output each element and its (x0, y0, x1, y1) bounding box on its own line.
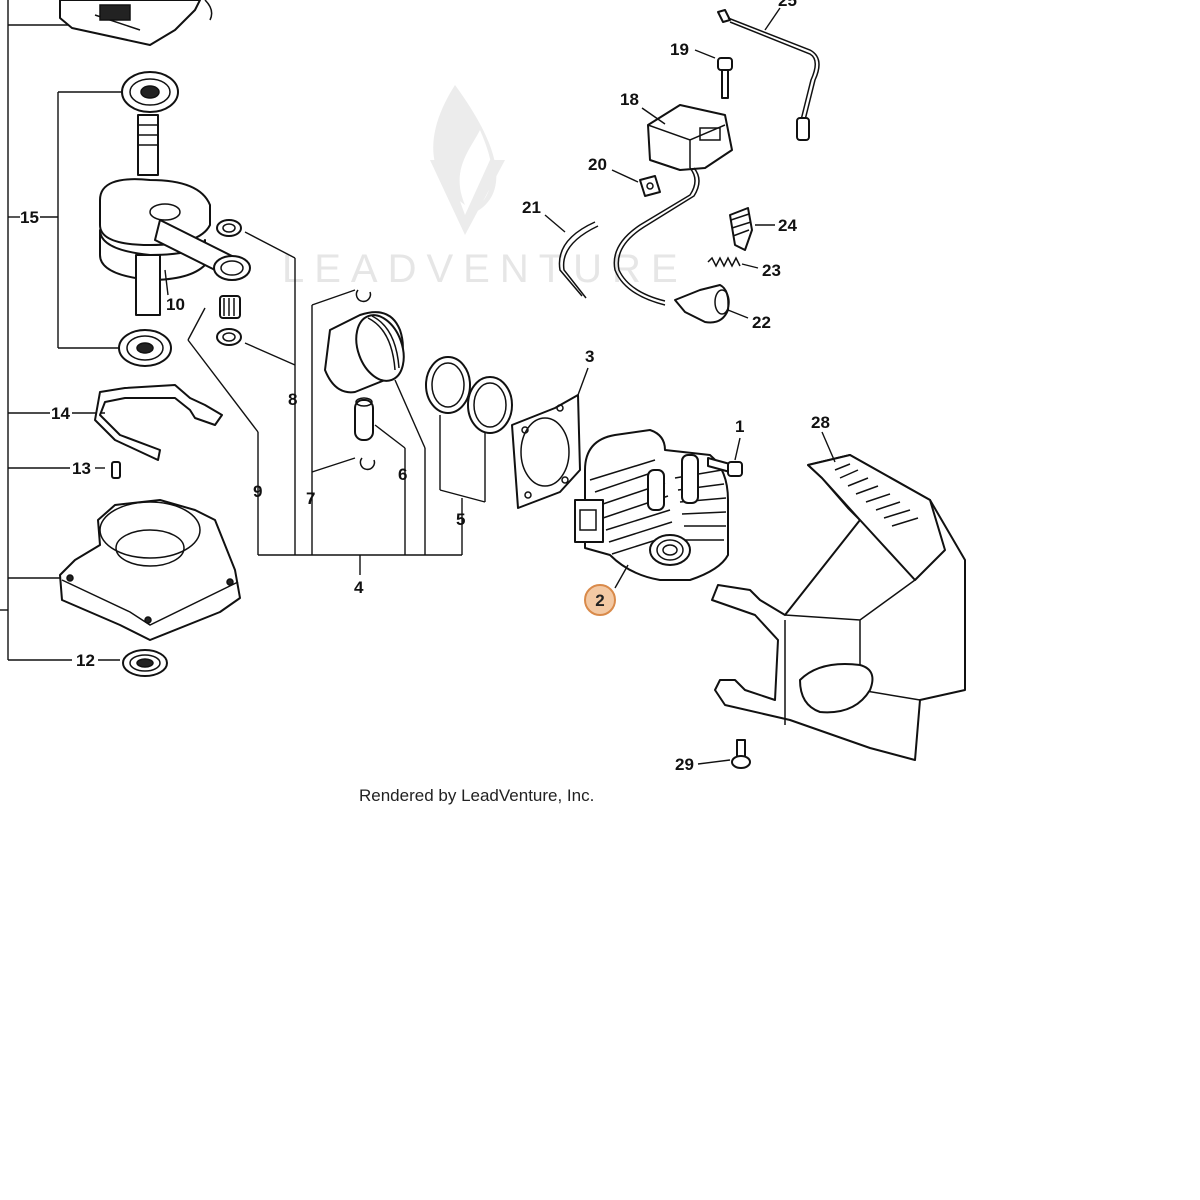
spark-plug-cap (674, 284, 749, 324)
wire-clip (611, 169, 661, 197)
callout-6: 6 (398, 465, 407, 484)
callout-21: 21 (522, 198, 541, 217)
callout-7: 7 (306, 489, 315, 508)
dowel-pin (111, 461, 121, 479)
highlight-label: 2 (595, 591, 604, 610)
bearing-top (121, 71, 179, 113)
callout-19: 19 (670, 40, 689, 59)
callout-3: 3 (585, 347, 594, 366)
circlip-top (355, 289, 372, 303)
callout-10: 10 (166, 295, 185, 314)
fuel-hose (544, 214, 599, 299)
callout-25: 25 (778, 0, 797, 10)
cylinder-bolt (707, 437, 743, 477)
callout-22: 22 (752, 313, 771, 332)
callout-18: 18 (620, 90, 639, 109)
piston (324, 311, 405, 394)
bearing-bottom (118, 329, 172, 367)
callout-13: 13 (72, 459, 91, 478)
rubber-boot (729, 207, 775, 251)
crankcase (59, 499, 241, 641)
watermark-text: LEADVENTURE (282, 247, 688, 291)
cover-screw (697, 739, 751, 769)
cylinder (574, 429, 729, 589)
small-parts (216, 219, 242, 346)
cylinder-gasket (511, 367, 589, 509)
highlight-circle[interactable] (584, 584, 616, 616)
render-credit: Rendered by LeadVenture, Inc. (359, 786, 594, 805)
callout-24: 24 (778, 216, 797, 235)
highlighted-callout-2[interactable]: 2 (584, 584, 616, 616)
callout-8: 8 (288, 390, 297, 409)
callout-15: 15 (20, 208, 39, 227)
callout-20: 20 (588, 155, 607, 174)
ignition-wire (717, 7, 820, 141)
engine-cover (711, 431, 966, 761)
coil-bolt (694, 49, 733, 99)
piston-rings (425, 356, 513, 434)
piston-kit-lines (187, 231, 486, 575)
left-bracket-lines (0, 0, 122, 661)
callout-12: 12 (76, 651, 95, 670)
crankcase-gasket (94, 384, 223, 461)
callout-28: 28 (811, 413, 830, 432)
circlip-bottom (359, 457, 376, 471)
housing-fragment (59, 0, 213, 46)
spring (707, 256, 759, 269)
callout-14: 14 (51, 404, 70, 423)
callout-29: 29 (675, 755, 694, 774)
callout-1: 1 (735, 417, 744, 436)
callout-4: 4 (354, 578, 364, 597)
callout-5: 5 (456, 510, 465, 529)
ignition-coil (613, 104, 733, 306)
callout-9: 9 (253, 482, 262, 501)
watermark: LEADVENTURE (282, 85, 688, 291)
callout-labels: 1 3 4 5 6 7 8 9 10 12 13 14 15 18 19 20 … (20, 0, 830, 774)
piston-pin (354, 397, 374, 441)
crankshaft (99, 114, 251, 316)
oil-seal (122, 649, 168, 677)
watermark-logo-icon (430, 85, 505, 235)
callout-23: 23 (762, 261, 781, 280)
leader-10 (164, 269, 169, 296)
